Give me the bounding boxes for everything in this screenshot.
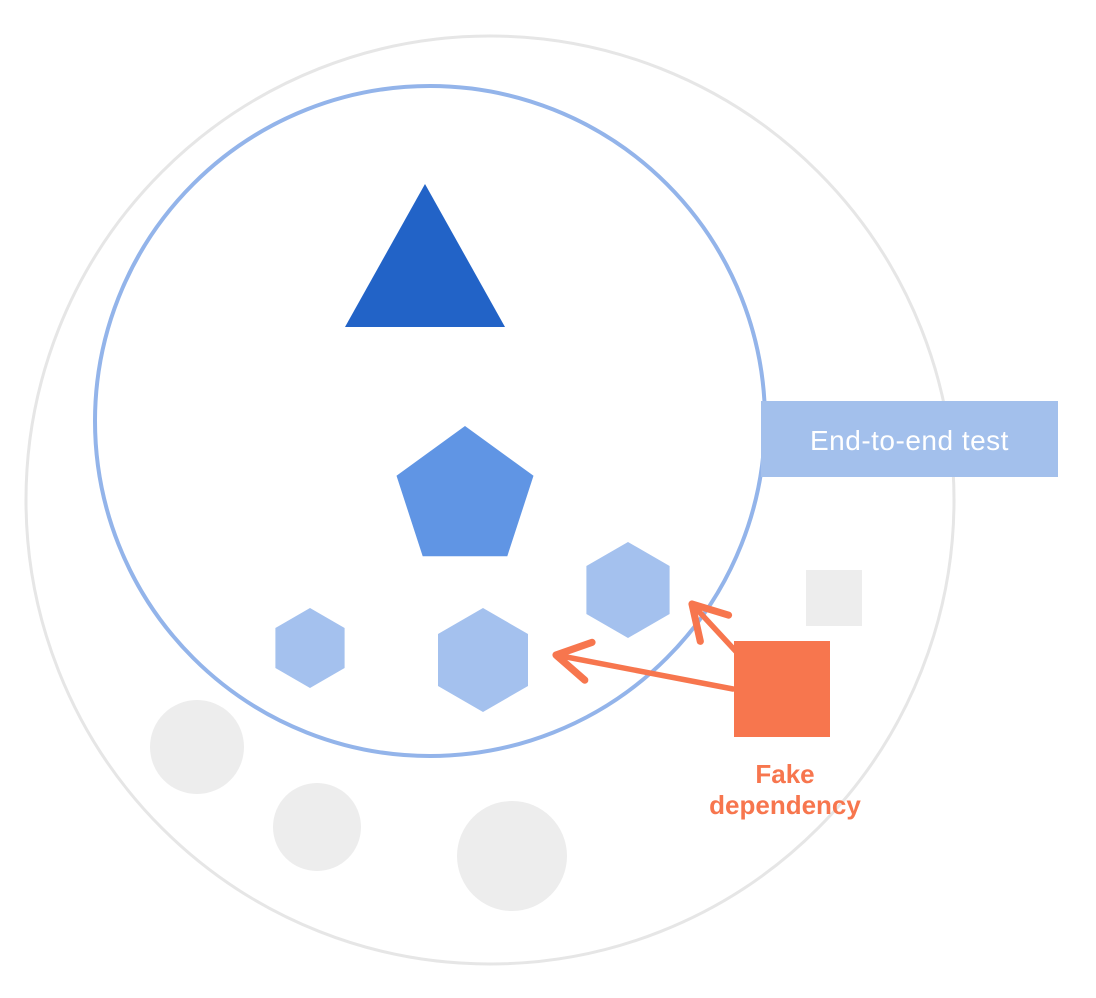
fake-dependency-label: Fake dependency	[709, 759, 861, 820]
triangle-shape	[345, 184, 505, 327]
arrow-to-right-hexagon	[688, 600, 745, 661]
hexagon-left	[275, 608, 345, 688]
end-to-end-test-banner	[761, 401, 1058, 477]
hexagon-center	[438, 608, 528, 712]
inner-circle	[93, 84, 767, 758]
gray-dot-1	[150, 700, 244, 794]
end-to-end-test-label: End-to-end test	[810, 425, 1009, 456]
fake-dependency-label-line1: Fake	[755, 759, 814, 789]
fake-dependency-square	[734, 641, 830, 737]
fake-dependency-label-line2: dependency	[709, 790, 861, 820]
hexagon-right	[586, 542, 670, 638]
pentagon-shape	[396, 426, 534, 557]
gray-dot-3	[457, 801, 567, 911]
gray-dot-2	[273, 783, 361, 871]
arrow-to-center-hexagon	[552, 638, 736, 692]
gray-square	[806, 570, 862, 626]
